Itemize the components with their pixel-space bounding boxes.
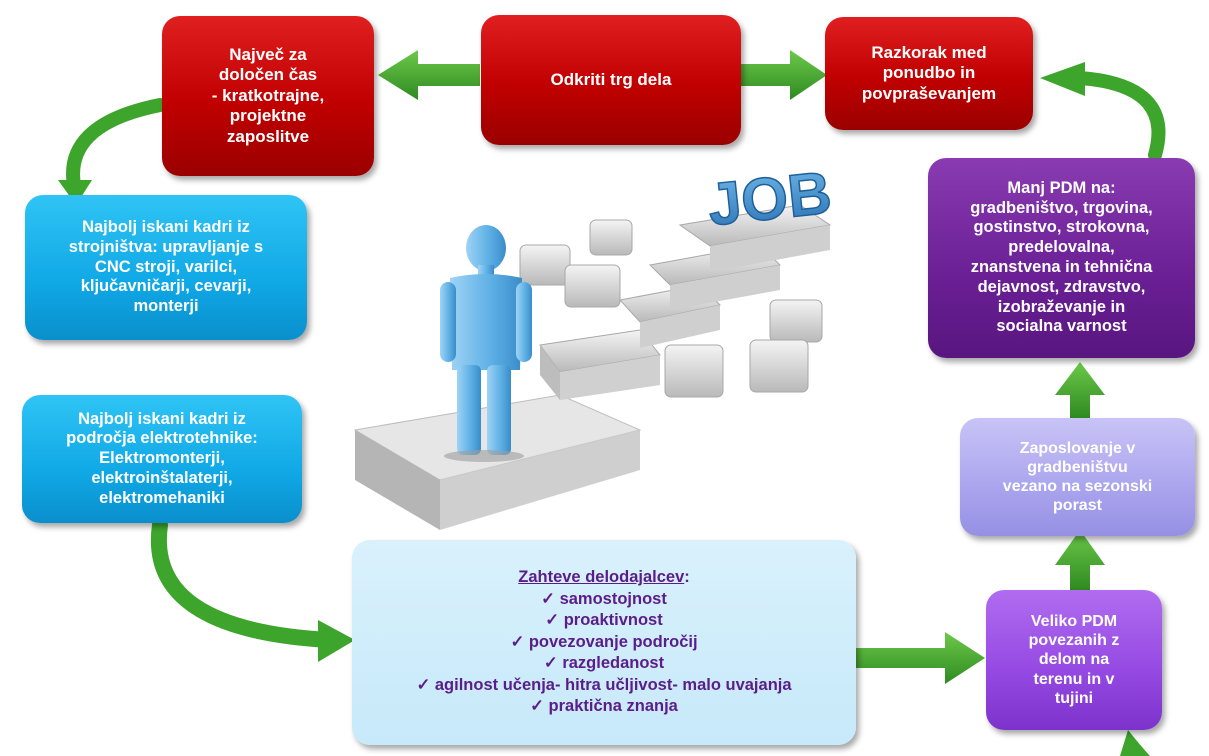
zahteve-title: Zahteve delodajalcev (518, 568, 685, 587)
zahteve-item: ✓ proaktivnost (545, 611, 663, 630)
arrow-right-top (741, 50, 827, 100)
curved-arrow-bottom (150, 517, 338, 648)
box-najvec-za-dolocen-cas: Največ za določen čas - kratkotrajne, pr… (162, 16, 374, 176)
zahteve-item: ✓ razgledanost (543, 654, 665, 673)
box-najvec-label: Največ za določen čas - kratkotrajne, pr… (211, 45, 325, 146)
box-odkriti-trg-dela: Odkriti trg dela (481, 15, 741, 145)
puzzle-pieces (519, 204, 832, 400)
job-sign: JOB (705, 159, 835, 239)
zahteve-item: ✓ samostojnost (541, 589, 667, 608)
box-veliko-pdm-label: Veliko PDM povezanih z delom na terenu i… (1028, 613, 1120, 707)
box-razkorak: Razkorak med ponudbo in povpraševanjem (825, 17, 1033, 130)
box-manj-pdm-label: Manj PDM na: gradbeništvo, trgovina, gos… (970, 178, 1153, 336)
arrow-right-bottom (855, 632, 985, 684)
zahteve-item: ✓ povezovanje področij (510, 632, 698, 651)
box-elektro-label: Najbolj iskani kadri iz področja elektro… (66, 409, 258, 507)
curved-arrow-right (1073, 71, 1166, 162)
curved-arrow-left (66, 98, 167, 197)
box-strojnistvo: Najbolj iskani kadri iz strojništva: upr… (25, 195, 307, 340)
box-zahteve-delodajalcev: Zahteve delodajalcev: ✓ samostojnost ✓ p… (352, 540, 856, 745)
box-strojnistvo-label: Najbolj iskani kadri iz strojništva: upr… (68, 218, 264, 316)
box-manj-pdm: Manj PDM na: gradbeništvo, trgovina, gos… (928, 158, 1195, 358)
bottom-right-arrow-fragment (1120, 730, 1150, 756)
zahteve-item: ✓ praktična znanja (530, 697, 678, 716)
arrow-up-lower (1055, 530, 1105, 590)
zahteve-item: ✓ agilnost učenja- hitra učljivost- malo… (416, 675, 792, 694)
arrow-up-upper (1055, 362, 1105, 418)
box-elektrotehnika: Najbolj iskani kadri iz področja elektro… (22, 395, 302, 523)
box-razkorak-label: Razkorak med ponudbo in povpraševanjem (861, 42, 997, 103)
box-odkriti-label: Odkriti trg dela (550, 69, 672, 89)
person-figure (440, 225, 532, 462)
box-veliko-pdm: Veliko PDM povezanih z delom na terenu i… (986, 590, 1162, 730)
box-zaposlovanje-label: Zaposlovanje v gradbeništvu vezano na se… (1002, 439, 1153, 515)
arrow-left-top (378, 50, 480, 100)
box-zaposlovanje: Zaposlovanje v gradbeništvu vezano na se… (960, 418, 1195, 536)
zahteve-colon: : (684, 568, 690, 587)
